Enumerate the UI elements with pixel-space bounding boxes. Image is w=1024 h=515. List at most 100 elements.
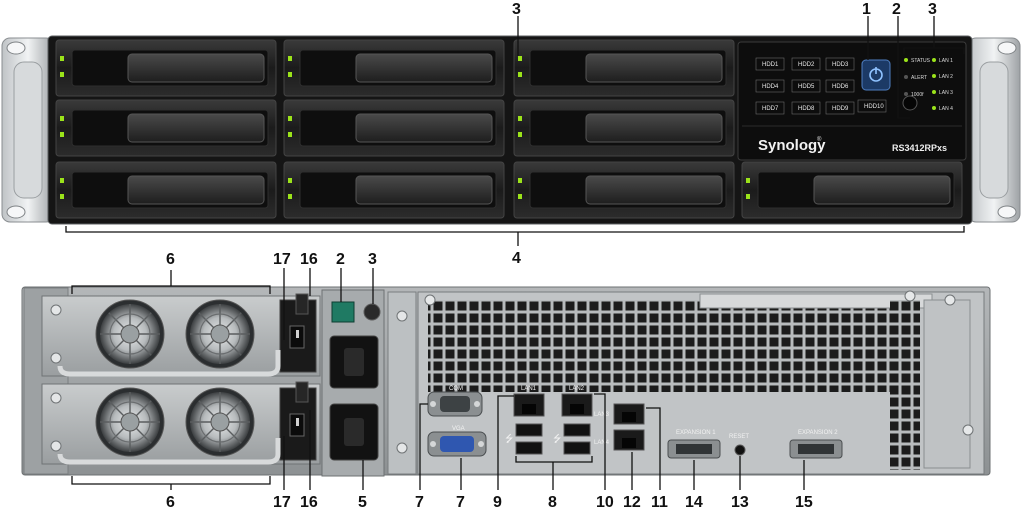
drive-tray[interactable] <box>741 161 963 219</box>
status-led-label: 1000f <box>911 92 924 98</box>
hdd-led-label: HDD6 <box>832 84 849 90</box>
hdd-led-label: HDD3 <box>832 62 849 68</box>
drive-tray[interactable] <box>513 39 735 97</box>
drive-status-led <box>518 116 522 121</box>
callout-front-reset: 2 <box>892 1 901 18</box>
drive-activity-led <box>746 194 750 199</box>
rear-reset-button[interactable] <box>734 444 746 456</box>
drive-status-led <box>288 178 292 183</box>
drive-tray[interactable] <box>513 161 735 219</box>
drive-activity-led <box>60 132 64 137</box>
lan4-port[interactable] <box>613 429 645 451</box>
lan-led-label: LAN 2 <box>939 74 953 80</box>
left-rack-ear <box>1 37 55 223</box>
hdd-led-label: HDD4 <box>762 84 779 90</box>
fan-icon <box>95 387 165 457</box>
hdd-led-label: HDD2 <box>798 62 815 68</box>
hdd-led-label: HDD9 <box>832 106 849 112</box>
callout-status-indicators: 3 <box>928 1 937 18</box>
lan-led <box>932 106 936 110</box>
callout-power-socket: 5 <box>358 494 367 511</box>
psu-handle[interactable] <box>57 438 281 465</box>
lan2-port[interactable] <box>561 393 593 417</box>
expansion1-label: EXPANSION 1 <box>676 430 716 436</box>
status-led <box>904 92 908 96</box>
front-reset-button[interactable] <box>902 95 918 111</box>
status-led <box>904 75 908 79</box>
drive-activity-led <box>288 132 292 137</box>
status-led-label: STATUS <box>911 58 931 64</box>
drive-activity-led <box>288 72 292 77</box>
drive-status-led <box>288 56 292 61</box>
drive-activity-led <box>518 194 522 199</box>
lan4-label: LAN4 <box>594 440 610 446</box>
expansion1-port[interactable] <box>667 439 721 459</box>
callout-switch-top: 17 <box>273 251 291 268</box>
drive-activity-led <box>60 72 64 77</box>
vent-grid <box>428 300 890 392</box>
drive-tray[interactable] <box>55 39 277 97</box>
brand-registered-mark: ® <box>817 136 822 143</box>
callout-switch-bottom: 17 <box>273 494 291 511</box>
callout-power-port-button: 2 <box>336 251 345 268</box>
callout-usb: 8 <box>548 494 557 511</box>
lan2-label: LAN2 <box>569 386 585 392</box>
usb-ports[interactable] <box>515 423 591 455</box>
fan-icon <box>185 387 255 457</box>
drive-status-led <box>518 178 522 183</box>
callout-drive-trays: 4 <box>512 250 521 267</box>
callout-expansion1: 14 <box>685 494 703 511</box>
lan3-port[interactable] <box>613 403 645 425</box>
callout-expansion2: 15 <box>795 494 813 511</box>
psu-status-led <box>295 293 309 315</box>
psu-handle[interactable] <box>57 350 281 377</box>
callout-led-bottom: 16 <box>300 494 318 511</box>
lan-led-label: LAN 4 <box>939 106 953 112</box>
drive-tray[interactable] <box>283 161 505 219</box>
lan-led <box>932 90 936 94</box>
callout-psu-top: 6 <box>166 251 175 268</box>
usb-icon-2: ⭍ <box>553 433 561 445</box>
lan-led-label: LAN 3 <box>939 90 953 96</box>
drive-activity-led <box>518 132 522 137</box>
drive-tray[interactable] <box>55 161 277 219</box>
drive-status-led <box>60 178 64 183</box>
vga-port[interactable] <box>427 431 487 457</box>
drive-status-led <box>60 116 64 121</box>
drive-tray[interactable] <box>513 99 735 157</box>
callout-front-indicator: 3 <box>512 1 521 18</box>
hdd-led-label: HDD10 <box>864 104 884 110</box>
power-switch-button[interactable] <box>331 301 355 323</box>
model-name: RS3412RPxs <box>892 143 947 153</box>
right-rack-ear <box>967 37 1021 223</box>
drive-activity-led <box>518 72 522 77</box>
callout-psu-bottom: 6 <box>166 494 175 511</box>
drive-tray[interactable] <box>283 99 505 157</box>
drive-bays <box>55 39 963 219</box>
callout-vga: 7 <box>456 494 465 511</box>
reset-label: RESET <box>729 434 749 440</box>
power-button[interactable] <box>861 59 891 91</box>
status-led <box>904 58 908 62</box>
psu-status-led <box>295 381 309 403</box>
fan-icon <box>95 299 165 369</box>
com-port[interactable] <box>427 391 483 417</box>
drive-tray[interactable] <box>55 99 277 157</box>
com-port-label: COM <box>449 386 463 392</box>
drive-tray[interactable] <box>283 39 505 97</box>
brand-logo: Synology <box>758 137 826 154</box>
lan1-port[interactable] <box>513 393 545 417</box>
expansion2-label: EXPANSION 2 <box>798 430 838 436</box>
callout-lan-extra: 11 <box>651 494 668 511</box>
status-led-label: ALERT <box>911 75 927 81</box>
usb-icon: ⭍ <box>505 433 513 445</box>
callout-led-top: 16 <box>300 251 318 268</box>
drive-status-led <box>746 178 750 183</box>
hdd-led-label: HDD8 <box>798 106 815 112</box>
expansion2-port[interactable] <box>789 439 843 459</box>
hdd-led-label: HDD1 <box>762 62 779 68</box>
lan-led <box>932 58 936 62</box>
